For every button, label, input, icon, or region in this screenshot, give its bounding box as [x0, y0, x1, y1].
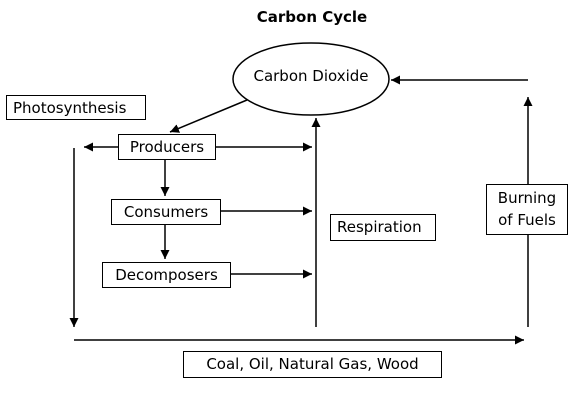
carbon-dioxide-label: Carbon Dioxide — [253, 67, 369, 85]
diagram-title: Carbon Cycle — [256, 8, 368, 26]
fossil-fuels-label: Coal, Oil, Natural Gas, Wood — [183, 351, 442, 378]
photosynthesis-label: Photosynthesis — [6, 95, 146, 120]
consumers-box: Consumers — [111, 199, 221, 225]
respiration-label: Respiration — [330, 214, 436, 241]
producers-box: Producers — [118, 134, 216, 160]
decomposers-box: Decomposers — [102, 262, 231, 288]
burning-of-fuels-label: Burning of Fuels — [486, 184, 568, 235]
arrow-co2-to-producers — [169, 99, 248, 133]
carbon-dioxide-ellipse — [232, 42, 390, 116]
